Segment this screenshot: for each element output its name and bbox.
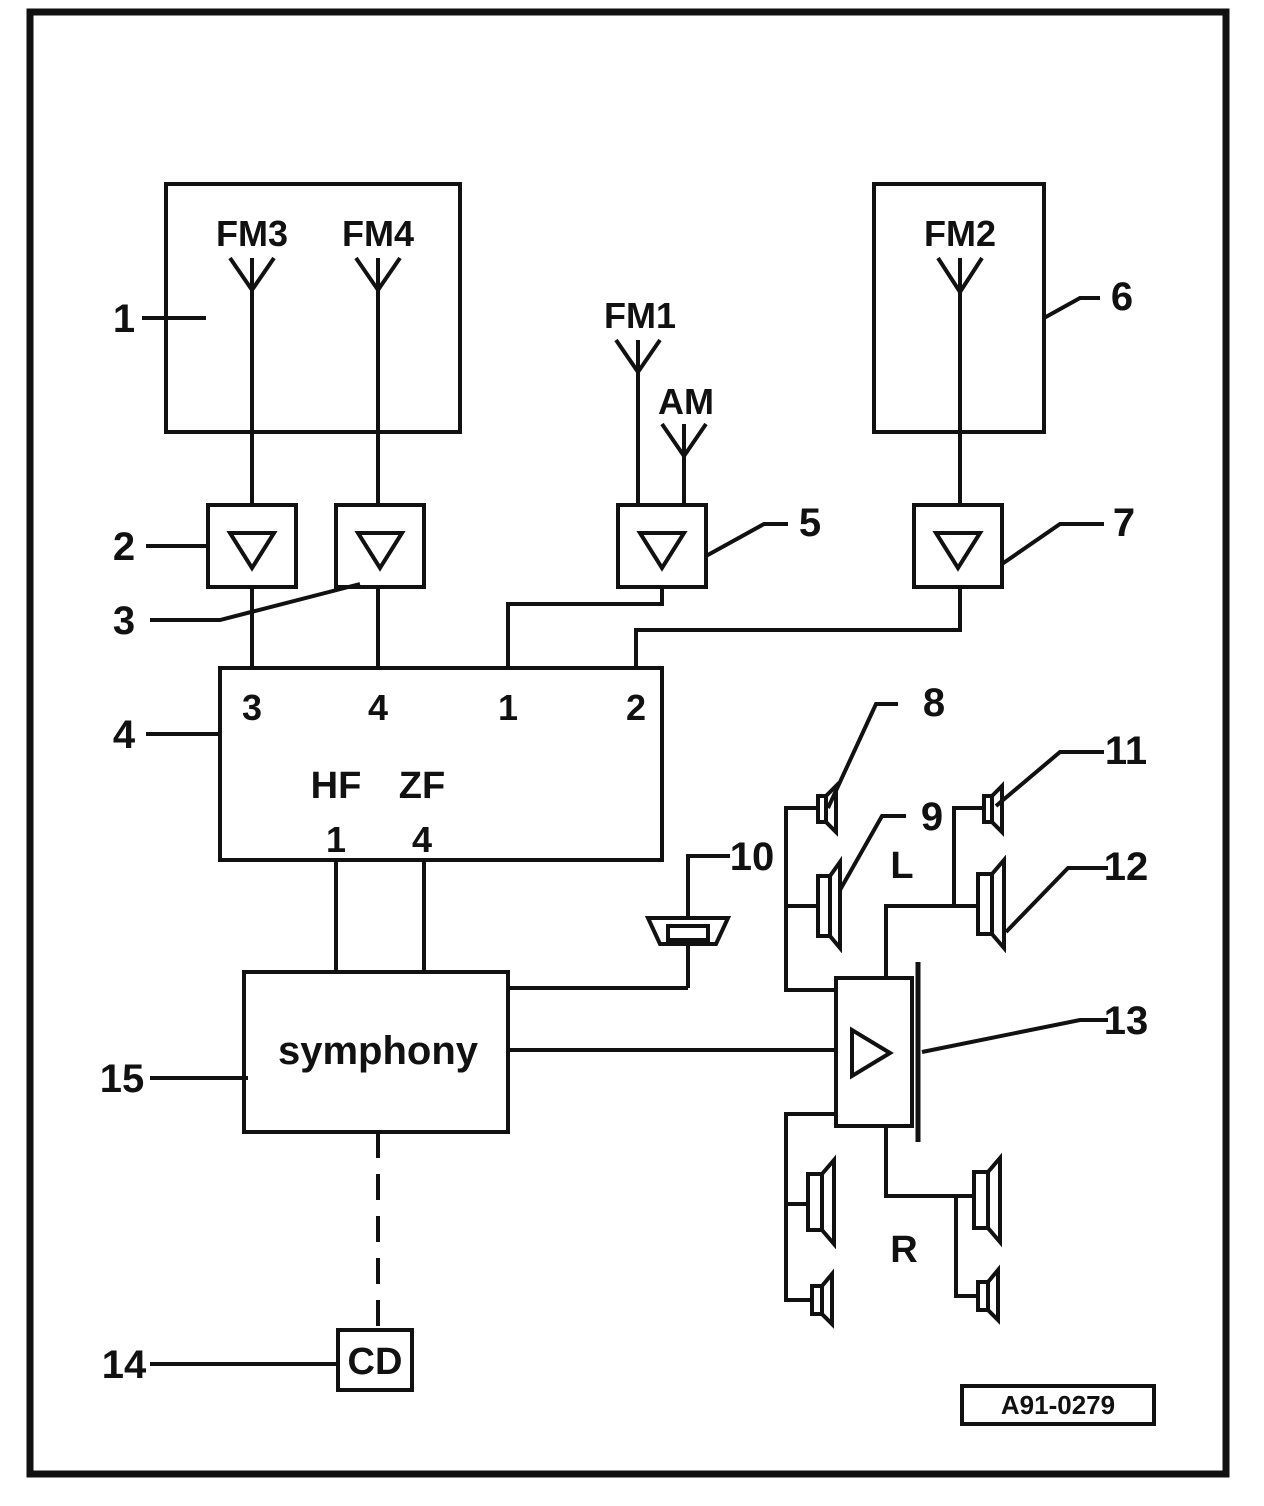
outer-frame xyxy=(26,8,1230,1478)
rear-left-speaker-icon xyxy=(806,1154,836,1250)
fm2-antenna-icon xyxy=(936,256,984,505)
callout-8: 8 xyxy=(923,681,945,725)
callout-1: 1 xyxy=(113,297,135,341)
amplifier-7 xyxy=(912,503,1004,589)
radio-unit-label: symphony xyxy=(278,1029,479,1073)
cd-changer-label: CD xyxy=(348,1341,403,1383)
callout-12: 12 xyxy=(1104,845,1149,889)
tuner-input-2: 2 xyxy=(626,687,646,728)
rear-right-tweeter-icon xyxy=(976,1264,1000,1325)
amplifier-to-tuner-wires xyxy=(250,587,962,668)
tuner-input-1: 1 xyxy=(498,687,518,728)
tuner-to-radio-wires xyxy=(334,860,426,972)
callout-6: 6 xyxy=(1111,275,1133,319)
callout-15: 15 xyxy=(100,1057,145,1101)
callout-4: 4 xyxy=(113,713,136,757)
rear-right-speaker-icon xyxy=(972,1152,1002,1248)
tuner-hf-label: HF xyxy=(311,765,362,807)
speaker-11-icon xyxy=(982,781,1004,837)
speaker-12-icon xyxy=(976,854,1006,954)
fm4-label: FM4 xyxy=(342,213,414,254)
callout-13: 13 xyxy=(1104,999,1149,1043)
tuner-input-4: 4 xyxy=(368,687,388,728)
callout-14: 14 xyxy=(102,1343,147,1387)
speaker-8-icon xyxy=(816,781,838,837)
callout-11: 11 xyxy=(1105,729,1147,773)
tuner-output-1: 1 xyxy=(326,819,346,860)
fm2-label: FM2 xyxy=(924,213,996,254)
am-label: AM xyxy=(658,381,714,422)
callout-10: 10 xyxy=(730,835,775,879)
callout-leaders xyxy=(142,296,1108,1366)
callout-7: 7 xyxy=(1113,501,1135,545)
tuner-input-3: 3 xyxy=(242,687,262,728)
speaker-9-icon xyxy=(816,855,842,954)
tuner-zf-label: ZF xyxy=(399,765,445,807)
right-channel-label: R xyxy=(890,1229,917,1271)
right-speaker-wires xyxy=(784,1112,978,1302)
callout-5: 5 xyxy=(799,501,821,545)
rear-left-tweeter-icon xyxy=(810,1268,834,1329)
fm4-antenna-icon xyxy=(354,256,402,505)
callout-2: 2 xyxy=(113,525,135,569)
am-antenna-icon xyxy=(660,422,708,505)
fm1-antenna-icon xyxy=(614,338,662,505)
cd-changer xyxy=(336,1328,414,1392)
figure-ref-label: A91-0279 xyxy=(1001,1390,1115,1420)
fm1-label: FM1 xyxy=(604,295,676,336)
fm3-label: FM3 xyxy=(216,213,288,254)
amplifier-5 xyxy=(616,503,708,589)
callout-3: 3 xyxy=(113,599,135,643)
amplifier-2 xyxy=(206,503,298,589)
left-channel-label: L xyxy=(890,845,913,887)
tuner-output-4: 4 xyxy=(412,819,432,860)
center-speaker-icon xyxy=(644,916,732,988)
sound-amplifier xyxy=(834,962,921,1142)
figure-ref-box xyxy=(960,1384,1156,1426)
rear-window-antenna-box xyxy=(164,182,462,434)
left-speaker-wires xyxy=(784,806,984,992)
amplifier-3 xyxy=(334,503,426,589)
tuner-module xyxy=(218,666,664,862)
fm3-antenna-icon xyxy=(228,256,276,505)
callout-9: 9 xyxy=(921,795,943,839)
